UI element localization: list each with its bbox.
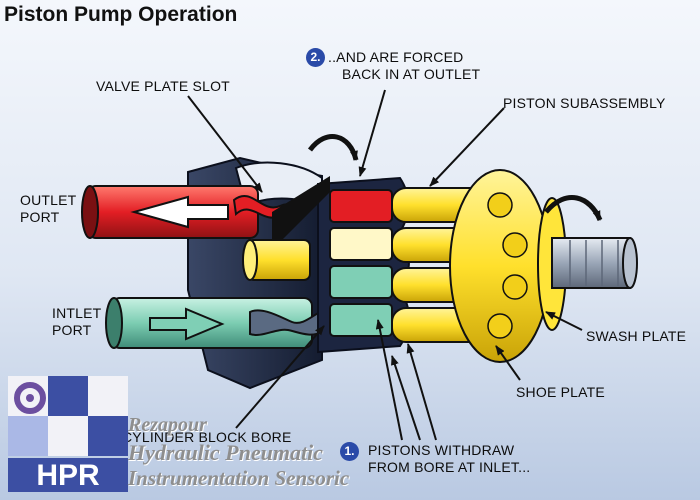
shaft-rotation-arrow (544, 195, 603, 222)
step-badge-1: 1. (340, 442, 359, 461)
label-withdraw-line2: FROM BORE AT INLET... (368, 459, 531, 475)
leader-cylinder-block-bore (235, 325, 325, 429)
logo-square-2 (88, 416, 128, 456)
label-outlet-line2: PORT (20, 209, 60, 225)
company-logo: HPR (8, 376, 128, 492)
leader-forced-back (358, 89, 386, 177)
outlet-opening (81, 185, 99, 239)
logo-square-1 (48, 376, 88, 416)
drive-shaft (551, 237, 631, 289)
label-shoe-plate: SHOE PLATE (516, 384, 605, 400)
label-cylinder-block-bore: CYLINDER BLOCK BORE (122, 429, 292, 445)
logo-square-3 (8, 416, 48, 456)
center-bore (329, 227, 393, 261)
label-forced-line2: BACK IN AT OUTLET (342, 66, 481, 82)
label-withdraw-line1: PISTONS WITHDRAW (368, 442, 515, 458)
label-forced-line1: ..AND ARE FORCED (328, 49, 464, 65)
inlet-opening (105, 297, 123, 349)
leader-withdraw-a (375, 319, 403, 441)
page-title: Piston Pump Operation (4, 3, 238, 26)
shaft-face (242, 239, 258, 281)
piston-shoe-3 (502, 274, 528, 300)
label-swash-plate: SWASH PLATE (586, 328, 687, 344)
label-piston-subassembly: PISTON SUBASSEMBLY (503, 95, 666, 111)
piston-shoe-4 (487, 313, 513, 339)
outlet-flow-arrow (130, 195, 229, 229)
piston-shoe-1 (487, 192, 513, 218)
inlet-bore-lower (329, 303, 393, 337)
gear-icon (14, 382, 46, 414)
inlet-flow-arrow (149, 307, 225, 341)
step-badge-2: 2. (306, 48, 325, 67)
company-name-line3: Instrumentation Sensoric (128, 466, 350, 490)
block-edge (272, 176, 330, 250)
leader-withdraw-b (391, 355, 421, 441)
shaft-end (622, 237, 638, 289)
label-valve-plate-slot: VALVE PLATE SLOT (96, 78, 230, 94)
logo-letters-bg (8, 458, 128, 492)
leader-piston-subassembly (429, 107, 505, 187)
piston-shoe-2 (502, 232, 528, 258)
leader-withdraw-c (406, 343, 437, 441)
inlet-bore-upper (329, 265, 393, 299)
label-inlet-line2: PORT (52, 322, 92, 338)
label-inlet-line1: INTLET (52, 305, 102, 321)
block-rotation-arrow (307, 134, 359, 161)
leader-shoe-plate (495, 345, 521, 381)
company-name-line2: Hydraulic Pneumatic (128, 440, 323, 465)
logo-letters: HPR (36, 459, 100, 492)
label-outlet-line1: OUTLET (20, 192, 77, 208)
company-name-line1: Rezapour (128, 414, 207, 436)
gear-icon-hub (26, 394, 34, 402)
leader-valve-plate-slot (187, 95, 263, 193)
outlet-bore (329, 189, 393, 223)
leader-swash-plate (545, 311, 583, 331)
